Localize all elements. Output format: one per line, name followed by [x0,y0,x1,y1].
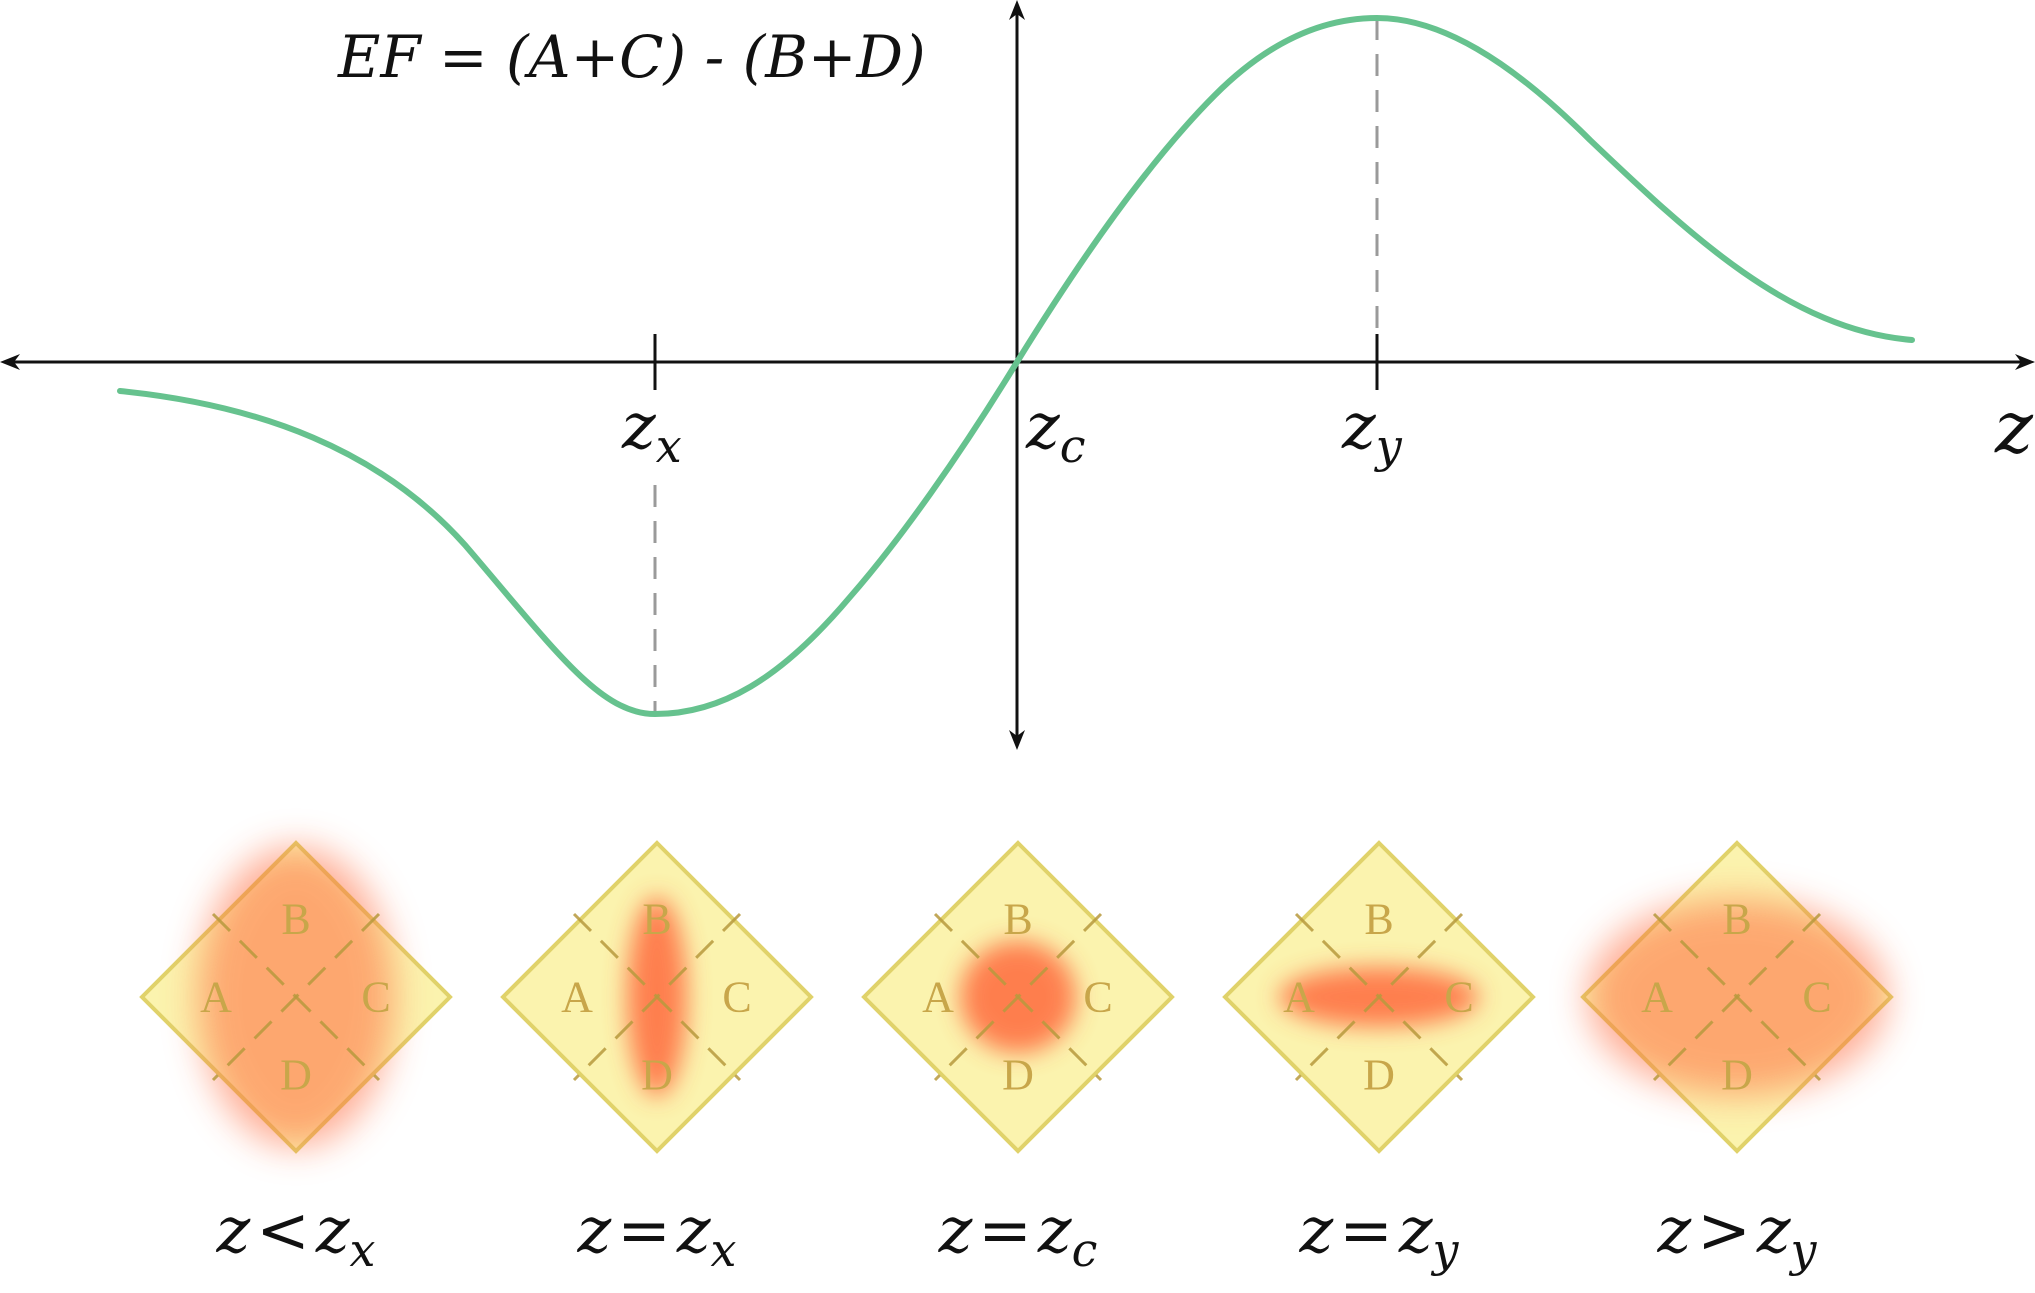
state-label: z=zy [1298,1194,1459,1277]
quadrant-label-a: A [1283,973,1315,1022]
quadrant-label-b: B [281,895,310,944]
detector-panel: BA CD [861,840,1175,1154]
zx-label: zx [621,390,682,473]
quadrant-label-c: C [722,973,751,1022]
quadrant-label-c: C [361,973,390,1022]
quadrant-label-b: B [1722,895,1751,944]
quadrant-label-a: A [561,973,593,1022]
detector-panel: BA CD [1222,840,1536,1154]
zy-label: zy [1341,390,1403,473]
quadrant-label-d: D [641,1051,673,1100]
quadrant-divider [211,912,381,1082]
detector-panel: BA CD [139,840,453,1154]
detector-panel: BA CD [500,840,814,1154]
quadrant-label-a: A [200,973,232,1022]
quadrant-divider [1294,912,1464,1082]
state-label: z=zx [576,1194,736,1277]
quadrant-label-c: C [1444,973,1473,1022]
quadrant-label-b: B [1003,895,1032,944]
quadrant-label-d: D [1363,1051,1395,1100]
state-label: z=zc [938,1194,1098,1277]
detector-panel: BA CD [1580,840,1894,1154]
quadrant-label-d: D [1002,1051,1034,1100]
state-labels: z<zx z=zx z=zc z=zy z>zy [215,1194,1817,1277]
state-label: z<zx [215,1194,375,1277]
quadrant-label-d: D [280,1051,312,1100]
quadrant-label-a: A [1641,973,1673,1022]
z-axis-label: z [1994,385,2034,469]
quadrant-label-d: D [1721,1051,1753,1100]
focus-error-formula: EF = (A+C) - (B+D) [337,23,926,91]
quadrant-divider [933,912,1103,1082]
zc-label: zc [1025,390,1085,473]
quadrant-divider [572,912,742,1082]
quadrant-divider [1652,912,1822,1082]
quadrant-label-a: A [922,973,954,1022]
focus-error-curve [117,14,1915,718]
quadrant-label-c: C [1083,973,1112,1022]
quadrant-label-b: B [1364,895,1393,944]
state-label: z>zy [1656,1194,1817,1277]
quadrant-label-b: B [642,895,671,944]
quadrant-label-c: C [1802,973,1831,1022]
